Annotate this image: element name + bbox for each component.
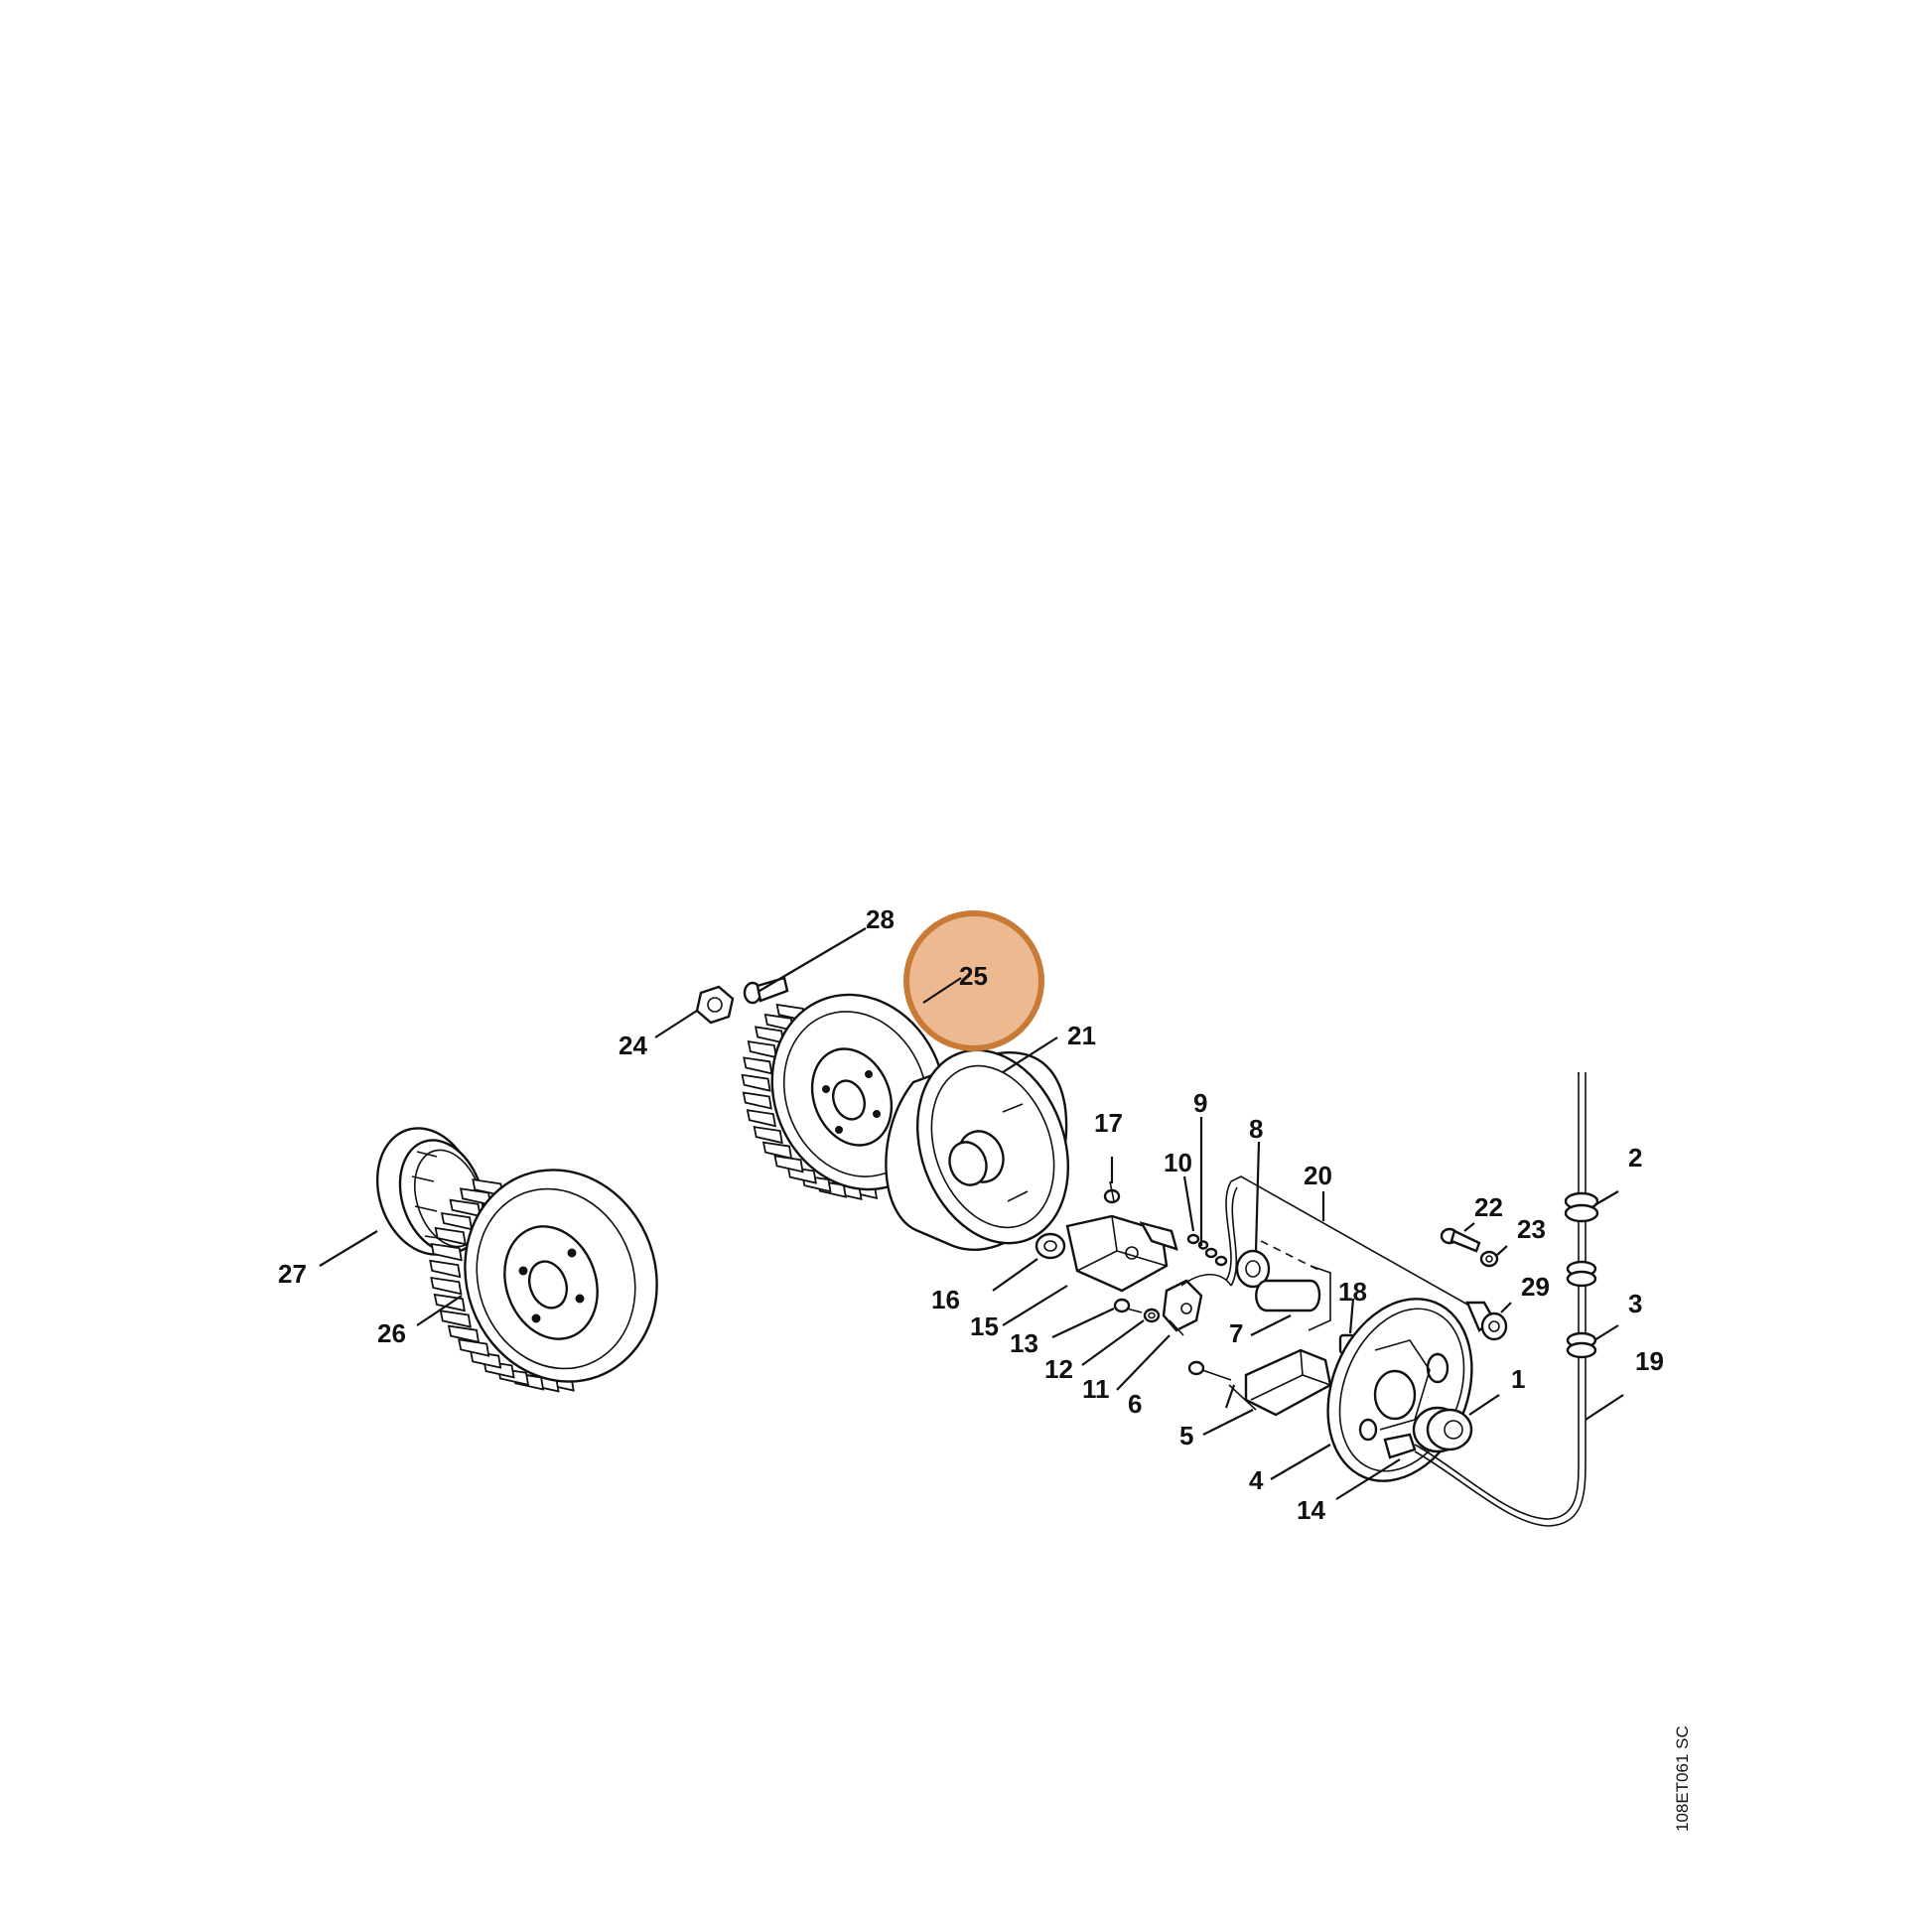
part-12-washer: [1143, 1308, 1161, 1323]
sprocket-fin: [434, 1226, 467, 1246]
sprocket-fin: [439, 1310, 472, 1328]
callout-16[interactable]: 16: [931, 1285, 960, 1314]
callout-7[interactable]: 7: [1229, 1318, 1243, 1348]
part-13-screw: [1113, 1298, 1143, 1313]
sprocket-fin: [430, 1242, 463, 1262]
callout-1[interactable]: 1: [1511, 1364, 1525, 1394]
callout-26[interactable]: 26: [377, 1318, 406, 1348]
callout-20[interactable]: 20: [1304, 1161, 1332, 1190]
callout-6[interactable]: 6: [1128, 1389, 1142, 1419]
callout-2[interactable]: 2: [1628, 1143, 1642, 1173]
callout-4[interactable]: 4: [1249, 1465, 1264, 1495]
callout-14[interactable]: 14: [1297, 1495, 1325, 1525]
part-26-clutch-drum: [429, 1169, 658, 1393]
callout-labels: 28 25 21 24 27 26 17 9 10 8 20 16 15 13 …: [278, 904, 1664, 1525]
part-2-grommet: [1564, 1191, 1599, 1223]
part-15-ignition-module: [1065, 1214, 1178, 1293]
sprocket-fin: [429, 1259, 462, 1279]
part-21-flywheel: [885, 1048, 1070, 1251]
callout-8[interactable]: 8: [1249, 1114, 1263, 1144]
part-17-screw: [1103, 1180, 1121, 1204]
sprocket-fin: [746, 1109, 776, 1128]
part-11-contact-breaker: [1162, 1273, 1232, 1336]
part-29-connector: [1465, 1301, 1508, 1341]
drawing-code: 108ET061 SC: [1673, 1725, 1692, 1832]
sprocket-fin: [743, 1056, 773, 1075]
part-16-spacer: [1035, 1232, 1066, 1260]
callout-11[interactable]: 11: [1082, 1374, 1110, 1404]
callout-17[interactable]: 17: [1094, 1108, 1123, 1138]
part-6-screw: [1187, 1360, 1232, 1381]
callout-15[interactable]: 15: [970, 1311, 999, 1341]
sprocket-fin: [447, 1324, 481, 1343]
sprocket-fin: [440, 1211, 474, 1231]
part-3-grommet: [1566, 1260, 1597, 1359]
callout-5[interactable]: 5: [1179, 1421, 1193, 1450]
callout-9[interactable]: 9: [1193, 1088, 1207, 1118]
part-28-screw: [743, 976, 789, 1005]
sprocket-fin: [754, 1026, 785, 1044]
callout-18[interactable]: 18: [1338, 1277, 1367, 1307]
sprocket-fin: [753, 1126, 783, 1145]
part-10-washer: [1186, 1233, 1209, 1250]
part-7-condenser: [1255, 1265, 1331, 1331]
callout-28[interactable]: 28: [866, 904, 895, 934]
callout-19[interactable]: 19: [1635, 1346, 1664, 1376]
callout-13[interactable]: 13: [1010, 1328, 1038, 1358]
part-4-base-plate: [1326, 1298, 1473, 1482]
callout-25[interactable]: 25: [959, 961, 988, 991]
part-9-clip: [1204, 1247, 1228, 1267]
part-1-bushing: [1412, 1406, 1473, 1453]
callout-24[interactable]: 24: [619, 1031, 647, 1060]
part-14-cable-terminal: [1383, 1072, 1587, 1527]
callout-23[interactable]: 23: [1517, 1214, 1546, 1244]
part-24-nut: [695, 985, 735, 1025]
callout-10[interactable]: 10: [1164, 1148, 1192, 1177]
sprocket-fin: [747, 1040, 777, 1059]
sprocket-fin: [430, 1276, 463, 1296]
part-8-condenser-cap: [1235, 1249, 1271, 1289]
sprocket-fin: [741, 1073, 771, 1092]
callout-27[interactable]: 27: [278, 1259, 307, 1289]
callout-12[interactable]: 12: [1044, 1354, 1073, 1384]
callout-22[interactable]: 22: [1474, 1192, 1503, 1222]
sprocket-fin: [458, 1338, 490, 1357]
part-22-screw: [1440, 1227, 1481, 1253]
part-23-washer: [1479, 1250, 1499, 1268]
callout-3[interactable]: 3: [1628, 1289, 1642, 1318]
sprocket-fin: [742, 1091, 772, 1110]
leader-lines: [319, 927, 1624, 1500]
highlight-marker: [903, 910, 1044, 1051]
sprocket-fin: [761, 1141, 793, 1160]
callout-29[interactable]: 29: [1521, 1272, 1550, 1302]
callout-21[interactable]: 21: [1067, 1021, 1096, 1050]
part-20-cable: [1225, 1175, 1470, 1307]
part-5-ignition-coil: [1228, 1348, 1332, 1417]
